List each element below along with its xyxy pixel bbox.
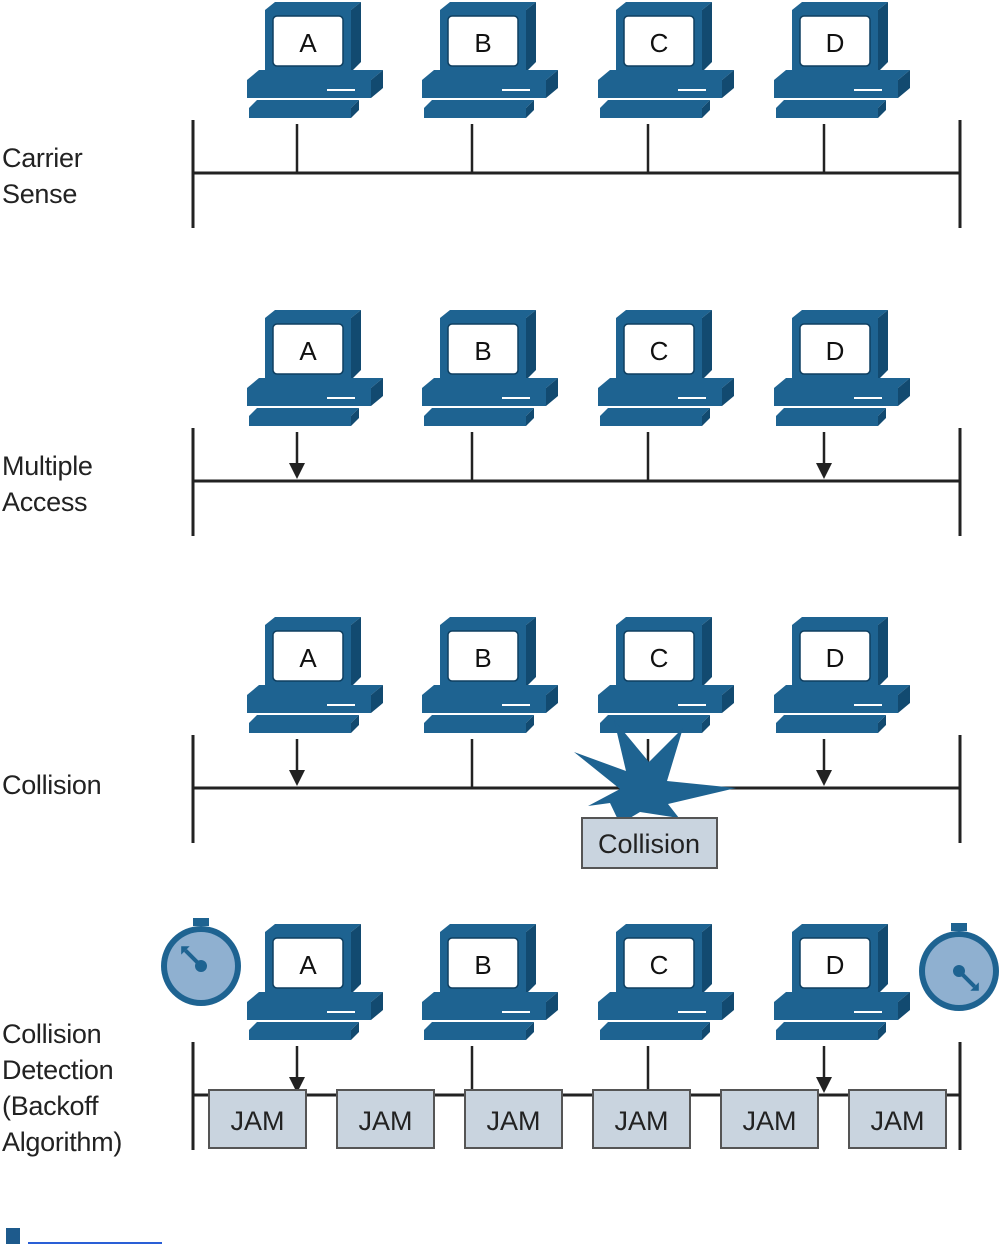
station-label: C [650, 336, 669, 366]
panel-label: Collision [2, 767, 102, 803]
arrow-head [289, 770, 305, 786]
computer-c-icon: C [598, 617, 734, 733]
panel-label-line: Sense [2, 179, 78, 209]
computer-b-icon: B [422, 617, 558, 733]
footer-marker [6, 1228, 20, 1244]
jam-box [336, 1089, 435, 1149]
computer-d-icon: D [774, 2, 910, 118]
computer-a-icon: A [247, 310, 383, 426]
station-label: D [826, 28, 845, 58]
computer-c-icon: C [598, 924, 734, 1040]
jam-label: JAM [615, 1106, 669, 1136]
jam-label: JAM [871, 1106, 925, 1136]
panel-label-line: Multiple [2, 451, 93, 481]
station-label: C [650, 950, 669, 980]
computer-d-icon: D [774, 617, 910, 733]
arrow-head [816, 770, 832, 786]
panel-3: A B C D Collision [191, 617, 962, 869]
jam-label: JAM [743, 1106, 797, 1136]
computer-a-icon: A [247, 617, 383, 733]
collision-label: Collision [598, 829, 700, 859]
computer-d-icon: D [774, 924, 910, 1040]
computer-c-icon: C [598, 310, 734, 426]
jam-box [720, 1089, 819, 1149]
arrow-head [816, 1077, 832, 1093]
collision-box [581, 817, 718, 869]
stopwatch-right-icon [919, 923, 999, 1011]
station-label: B [474, 950, 491, 980]
station-label: B [474, 28, 491, 58]
station-label: A [299, 336, 317, 366]
station-label: D [826, 950, 845, 980]
panel-label-line: Detection [2, 1055, 114, 1085]
panel-label-line: Collision [2, 770, 102, 800]
computer-a-icon: A [247, 2, 383, 118]
stopwatch-left-icon [161, 918, 241, 1006]
jam-box [464, 1089, 563, 1149]
collision-burst-icon [574, 720, 736, 824]
station-label: C [650, 28, 669, 58]
panel-label-line: (Backoff [2, 1091, 99, 1121]
station-label: B [474, 336, 491, 366]
station-label: D [826, 643, 845, 673]
computer-b-icon: B [422, 2, 558, 118]
jam-box [208, 1089, 307, 1149]
station-label: A [299, 950, 317, 980]
computer-b-icon: B [422, 310, 558, 426]
jam-label: JAM [359, 1106, 413, 1136]
computer-d-icon: D [774, 310, 910, 426]
station-label: B [474, 643, 491, 673]
footer-link-underline[interactable] [28, 1242, 162, 1244]
jam-box [848, 1089, 947, 1149]
jam-label: JAM [231, 1106, 285, 1136]
arrow-head [289, 463, 305, 479]
arrow-head [289, 1077, 305, 1093]
station-label: C [650, 643, 669, 673]
panel-label-line: Carrier [2, 143, 83, 173]
computer-b-icon: B [422, 924, 558, 1040]
computer-c-icon: C [598, 2, 734, 118]
panel-label-line: Access [2, 487, 88, 517]
jam-label: JAM [487, 1106, 541, 1136]
computer-a-icon: A [247, 924, 383, 1040]
jam-box [592, 1089, 691, 1149]
panel-4: A B C D JAM JAM JAM JAM JAM JAM [161, 918, 999, 1150]
station-label: A [299, 28, 317, 58]
station-label: D [826, 336, 845, 366]
panel-2: A B C D [191, 310, 962, 536]
arrow-head [816, 463, 832, 479]
panel-label-line: Collision [2, 1019, 102, 1049]
station-label: A [299, 643, 317, 673]
panel-label-line: Algorithm) [2, 1127, 123, 1157]
panel-1: A B C D [191, 2, 962, 228]
